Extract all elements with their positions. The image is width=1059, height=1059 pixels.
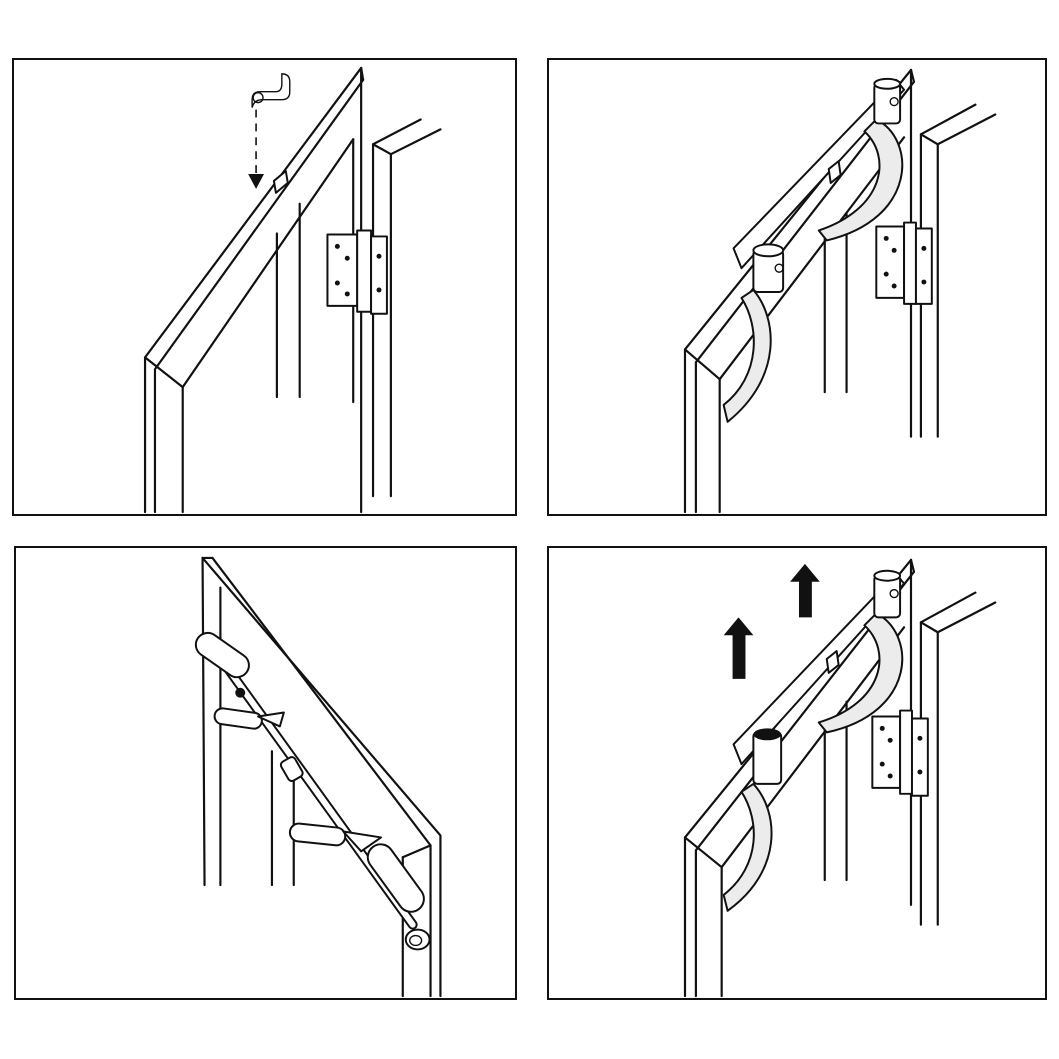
pullup-bar-icon (194, 631, 431, 951)
left-hook-icon (722, 243, 785, 423)
door-frame-illustration (143, 66, 442, 514)
bar-lift-illustration (683, 558, 997, 998)
right-hook-icon (817, 77, 904, 242)
door-leaf (371, 118, 442, 498)
panel-step-3 (14, 546, 517, 1000)
door-jamb (823, 212, 848, 394)
hinge-icon (326, 229, 388, 315)
frame-slot (272, 170, 289, 194)
door-frame-trim (201, 556, 442, 998)
hinge-icon (875, 221, 933, 305)
door-leaf (919, 591, 997, 926)
beam-slot (827, 160, 842, 184)
bar-side-view-illustration (194, 556, 442, 998)
hook-piece-icon (251, 73, 291, 108)
panel-step-4 (547, 546, 1047, 1000)
bar-beam (732, 572, 906, 766)
lift-arrow-icon (790, 563, 820, 618)
bar-beam (732, 78, 906, 270)
door-leaf (919, 103, 997, 438)
right-hook-icon (817, 569, 904, 734)
panel-step-1 (12, 58, 517, 516)
panel-step-2 (547, 58, 1047, 516)
left-hook-icon (722, 728, 783, 912)
beam-slot (825, 650, 840, 674)
door-jamb (275, 202, 301, 399)
hinge-icon (871, 709, 929, 797)
bar-mounted-illustration (683, 68, 997, 514)
lift-arrow-icon (723, 617, 754, 679)
insert-arrow-icon (248, 109, 265, 189)
door-jamb (823, 700, 848, 882)
